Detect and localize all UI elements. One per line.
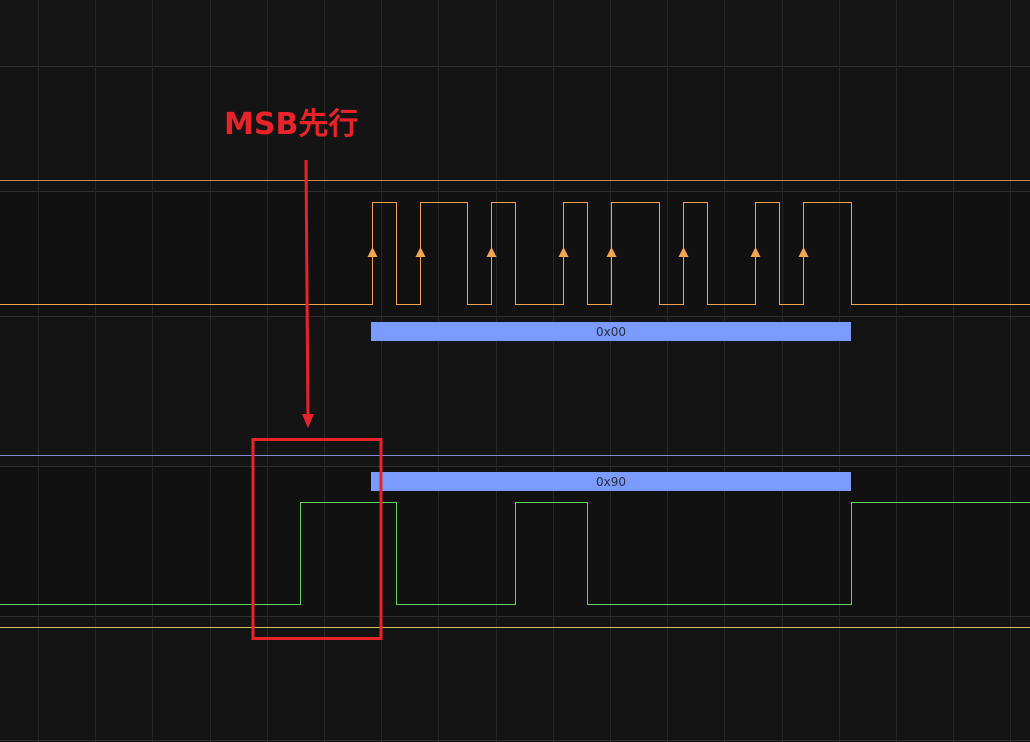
clock-rising-edge-markers (367, 247, 809, 257)
top-lane-background (0, 0, 1030, 66)
decoder-label-lower: 0x90 (596, 475, 626, 489)
annotation-arrow-shaft (304, 159, 310, 419)
annotation-arrow-head (302, 414, 314, 428)
rising-edge-arrow (678, 247, 689, 257)
decoder-bar-lower[interactable] (371, 472, 851, 491)
rising-edge-arrow (415, 247, 426, 257)
rising-edge-arrow (798, 247, 809, 257)
decoder-label-upper: 0x00 (596, 325, 626, 339)
annotation-highlight-box (251, 438, 383, 640)
lane-borders (0, 66, 1030, 741)
rising-edge-arrow (486, 247, 497, 257)
decoder-bar-upper[interactable] (371, 322, 851, 341)
rising-edge-arrow (606, 247, 617, 257)
rising-edge-arrow (367, 247, 378, 257)
time-grid (38, 0, 1011, 742)
rising-edge-arrow (558, 247, 569, 257)
annotation-text: MSB先行 (224, 107, 358, 142)
rising-edge-arrow (750, 247, 761, 257)
data-waveform (0, 502, 1030, 605)
